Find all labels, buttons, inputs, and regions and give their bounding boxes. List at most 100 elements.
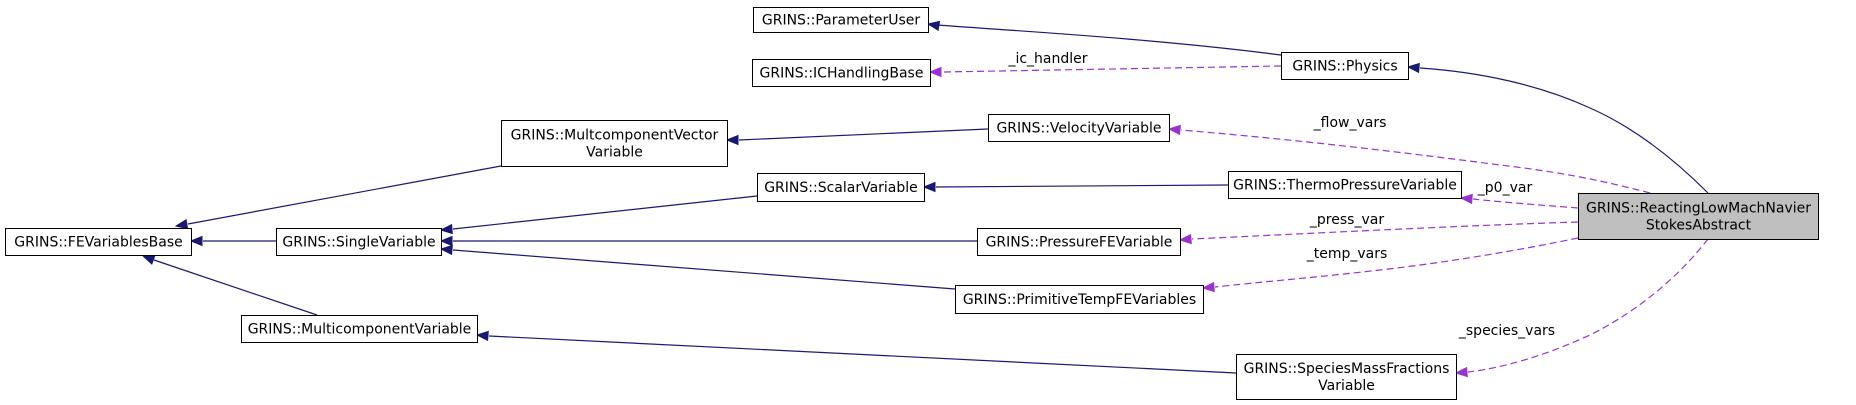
inheritance-arrowhead xyxy=(1406,62,1420,74)
class-node-primitive-temp-fe-variables[interactable]: GRINS::PrimitiveTempFEVariables xyxy=(955,285,1204,314)
edge-scalar_variable-to-single_variable xyxy=(439,195,758,235)
class-node-physics[interactable]: GRINS::Physics xyxy=(1281,52,1409,80)
edge-reacting_low_mach-to-primitive_temp_fe_variables: _temp_vars xyxy=(1201,237,1579,293)
class-node-box xyxy=(1281,52,1409,80)
class-node-box xyxy=(977,228,1181,256)
edge-pressure_fe_variable-to-single_variable xyxy=(439,235,977,247)
usage-arrowhead xyxy=(1459,193,1473,205)
edge-primitive_temp_fe_variables-to-single_variable xyxy=(439,244,956,290)
inheritance-arrowhead xyxy=(439,223,453,235)
class-node-scalar-variable[interactable]: GRINS::ScalarVariable xyxy=(757,173,925,202)
class-node-box xyxy=(988,114,1170,142)
inheritance-edge xyxy=(452,249,956,290)
class-node-box xyxy=(501,120,728,167)
edge-reacting_low_mach-to-species_mass_fractions_variable: _species_vars xyxy=(1454,238,1709,378)
class-node-reacting-low-mach[interactable]: GRINS::ReactingLowMachNavierStokesAbstra… xyxy=(1578,193,1819,240)
edge-multicomponent_vector_variable-to-fe_variables_base xyxy=(174,165,502,230)
usage-arrowhead xyxy=(1178,233,1192,245)
inheritance-arrowhead xyxy=(439,235,453,247)
edge-physics-to-ic_handling_base: _ic_handler xyxy=(928,51,1282,78)
class-node-label: GRINS::FEVariablesBase xyxy=(14,235,182,251)
edge-thermo_pressure_variable-to-scalar_variable xyxy=(922,181,1229,193)
usage-arrowhead xyxy=(1201,281,1215,293)
class-node-label: GRINS::Physics xyxy=(1292,59,1397,75)
class-node-box xyxy=(753,7,929,33)
edge-single_variable-to-fe_variables_base xyxy=(189,235,276,247)
edge-physics-to-parameter_user xyxy=(926,20,1282,56)
class-node-single-variable[interactable]: GRINS::SingleVariable xyxy=(276,228,442,256)
inheritance-edge xyxy=(153,259,318,316)
edge-velocity_variable-to-multicomponent_vector_variable xyxy=(725,128,989,146)
class-node-thermo-pressure-variable[interactable]: GRINS::ThermoPressureVariable xyxy=(1228,171,1462,199)
usage-edge xyxy=(1191,221,1579,240)
inheritance-edge xyxy=(937,24,1282,56)
edge-reacting_low_mach-to-thermo_pressure_variable: _p0_var xyxy=(1459,180,1579,209)
nodes-layer: GRINS::ParameterUserGRINS::ICHandlingBas… xyxy=(5,7,1819,400)
class-node-box xyxy=(1578,193,1819,240)
edge-reacting_low_mach-to-pressure_fe_variable: _press_var xyxy=(1178,212,1579,245)
class-node-box xyxy=(1236,354,1457,400)
usage-arrowhead xyxy=(1167,124,1181,136)
usage-edge xyxy=(1467,238,1709,373)
inheritance-edge xyxy=(935,184,1229,188)
inheritance-edge xyxy=(1419,67,1709,194)
edge-label: _press_var xyxy=(1309,212,1384,228)
class-node-label: GRINS::SingleVariable xyxy=(282,235,435,251)
class-node-label: GRINS::ReactingLowMachNavier xyxy=(1586,201,1811,217)
class-node-parameter-user[interactable]: GRINS::ParameterUser xyxy=(753,7,929,33)
class-node-label: GRINS::ScalarVariable xyxy=(764,180,918,196)
class-node-label: GRINS::MultcomponentVector xyxy=(511,128,719,144)
usage-edge xyxy=(1472,198,1579,209)
edge-label: _flow_vars xyxy=(1313,115,1387,131)
class-node-label: Variable xyxy=(1318,378,1375,394)
class-node-label: GRINS::PressureFEVariable xyxy=(986,235,1173,251)
edge-multicomponent_variable-to-fe_variables_base xyxy=(141,254,318,316)
inheritance-arrowhead xyxy=(189,235,203,247)
usage-edge xyxy=(1180,129,1651,194)
usage-arrowhead xyxy=(928,66,942,78)
usage-edge xyxy=(1214,237,1579,288)
class-node-ic-handling-base[interactable]: GRINS::ICHandlingBase xyxy=(752,59,931,87)
inheritance-arrowhead xyxy=(141,254,156,265)
edge-reacting_low_mach-to-velocity_variable: _flow_vars xyxy=(1167,115,1651,194)
inheritance-arrowhead xyxy=(174,218,189,230)
class-node-velocity-variable[interactable]: GRINS::VelocityVariable xyxy=(988,114,1170,142)
edge-label: _temp_vars xyxy=(1306,246,1388,262)
inheritance-arrowhead xyxy=(475,330,489,342)
edge-label: _species_vars xyxy=(1458,323,1555,339)
class-node-label: Variable xyxy=(586,145,643,161)
inheritance-arrowhead xyxy=(926,20,941,32)
class-node-label: GRINS::PrimitiveTempFEVariables xyxy=(963,292,1196,308)
class-node-box xyxy=(752,59,931,87)
inheritance-arrowhead xyxy=(725,134,739,146)
inheritance-arrowhead xyxy=(439,244,453,256)
usage-edge xyxy=(941,65,1282,73)
edges-layer: _ic_handler _flow_vars _p0_var _press_var _t… xyxy=(141,20,1709,378)
class-node-box xyxy=(1228,171,1462,199)
class-node-box xyxy=(241,315,478,343)
class-node-box xyxy=(955,285,1204,314)
edge-label: _ic_handler xyxy=(1007,51,1087,67)
class-node-box xyxy=(276,228,442,256)
class-node-label: GRINS::ThermoPressureVariable xyxy=(1233,178,1457,194)
edge-reacting_low_mach-to-physics xyxy=(1406,62,1709,194)
inheritance-edge xyxy=(488,335,1237,374)
edge-label: _p0_var xyxy=(1477,180,1533,196)
inheritance-edge xyxy=(738,128,989,141)
class-node-fe-variables-base[interactable]: GRINS::FEVariablesBase xyxy=(5,228,192,256)
class-node-label: GRINS::ParameterUser xyxy=(762,13,920,29)
inheritance-edge xyxy=(187,165,502,225)
class-node-multicomponent-variable[interactable]: GRINS::MulticomponentVariable xyxy=(241,315,478,343)
class-node-box xyxy=(5,228,192,256)
class-node-pressure-fe-variable[interactable]: GRINS::PressureFEVariable xyxy=(977,228,1181,256)
class-node-label: GRINS::VelocityVariable xyxy=(996,121,1161,137)
edge-species_mass_fractions_variable-to-multicomponent_variable xyxy=(475,330,1237,374)
usage-arrowhead xyxy=(1454,366,1468,378)
inheritance-edge xyxy=(452,195,758,230)
class-node-label: GRINS::MulticomponentVariable xyxy=(248,322,472,338)
class-node-label: GRINS::SpeciesMassFractions xyxy=(1244,361,1450,377)
class-node-label: StokesAbstract xyxy=(1646,218,1752,234)
